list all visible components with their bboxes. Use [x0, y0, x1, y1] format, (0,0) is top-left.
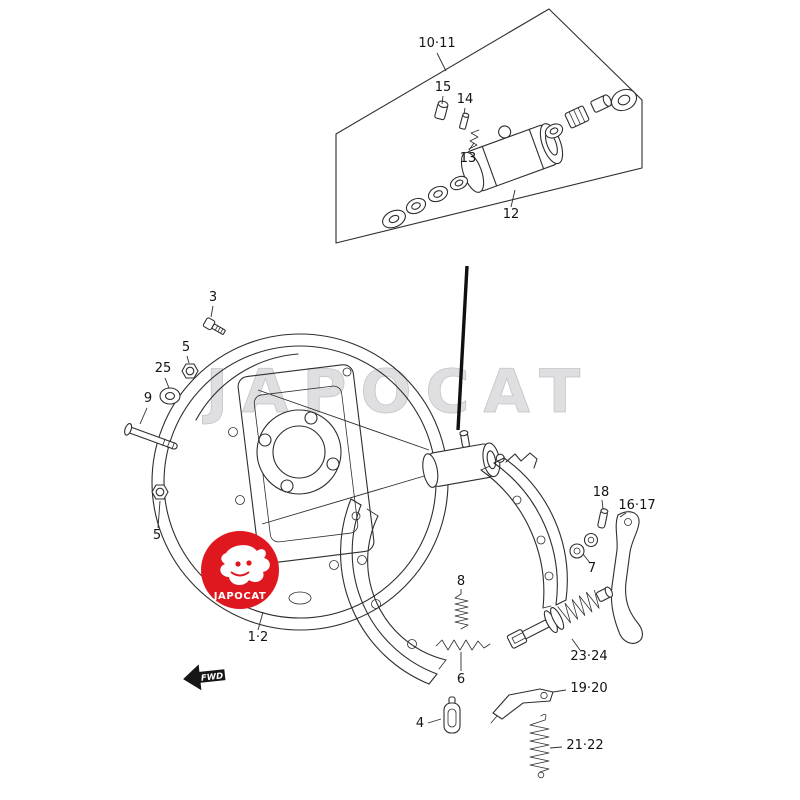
callout-15: 15	[435, 80, 452, 95]
callout-6: 6	[457, 672, 465, 687]
grommet	[159, 387, 181, 405]
callout-7: 7	[588, 561, 596, 576]
box-pointer-line	[456, 265, 469, 431]
callout-5a: 5	[182, 340, 190, 355]
callout-5b: 5	[153, 528, 161, 543]
anchor-pin	[124, 423, 178, 450]
callout-labels: 10·11 15 14 13 12 3 5 25 9 5 1·2 4 6 8 7…	[144, 36, 656, 753]
shoe-hole	[357, 555, 367, 565]
kit-bleeder-parts	[434, 100, 480, 150]
parking-brake-lever	[610, 511, 643, 644]
brake-shoe-right	[480, 452, 568, 609]
callout-12: 12	[503, 207, 520, 222]
hold-down-clip	[443, 696, 461, 734]
hub-boss	[256, 409, 342, 495]
kit-box-outline	[335, 8, 643, 244]
plate-slot	[288, 591, 312, 605]
shoe-hole	[544, 571, 554, 581]
bleeder-cap	[434, 100, 449, 121]
logo-wordmark: JAPOCAT	[213, 591, 267, 602]
nut-upper	[181, 363, 199, 379]
kit-spring	[468, 129, 480, 150]
adjuster-lever	[490, 688, 554, 724]
plate-hole	[228, 427, 238, 437]
brake-shoe-left	[340, 498, 447, 685]
shoe-spring	[454, 593, 469, 630]
hub-bore	[272, 425, 326, 479]
callout-23-24: 23·24	[570, 649, 607, 664]
wheel-cylinder-kit-box	[335, 8, 643, 244]
washers	[569, 532, 599, 559]
adjuster-assembly	[506, 586, 613, 649]
bolt	[202, 317, 226, 335]
fwd-arrow-icon	[183, 664, 226, 691]
callout-4: 4	[416, 716, 424, 731]
bleeder-screw	[459, 112, 470, 130]
kit-piston	[590, 94, 612, 113]
japocat-logo: JAPOCAT	[201, 531, 279, 609]
plate-hole	[235, 495, 245, 505]
callout-3: 3	[209, 290, 217, 305]
shoe-hole	[536, 535, 546, 545]
lower-return-spring	[435, 639, 491, 651]
kit-boot	[564, 105, 590, 129]
shoe-hole	[371, 599, 381, 609]
projection-lines	[257, 389, 432, 525]
callout-13: 13	[460, 151, 477, 166]
shoe-toe-notch	[505, 452, 538, 469]
kit-ring	[610, 88, 638, 112]
lever-spring	[529, 713, 550, 779]
plate-hole	[329, 560, 339, 570]
callout-18: 18	[593, 485, 610, 500]
nut-lower	[151, 484, 169, 500]
watermark-text: JAPOCAT	[202, 357, 594, 427]
callout-9: 9	[144, 391, 152, 406]
callout-16-17: 16·17	[618, 498, 655, 513]
fwd-indicator: FWD	[183, 664, 226, 691]
logo-bull-graphic	[220, 545, 270, 586]
kit-pistons-boots	[544, 88, 638, 139]
callout-leaders	[139, 52, 627, 749]
callout-14: 14	[457, 92, 474, 107]
cylinder-left-cap	[460, 151, 485, 193]
plate-hole	[342, 367, 352, 377]
shoe-hole	[512, 495, 522, 505]
callout-25: 25	[155, 361, 172, 376]
installed-wheel-cylinder	[422, 430, 505, 488]
kit-cup-seals	[382, 175, 469, 229]
callout-21-22: 21·22	[566, 738, 603, 753]
plate-stamped-panel	[237, 364, 375, 564]
callout-8: 8	[457, 574, 465, 589]
callout-19-20: 19·20	[570, 681, 607, 696]
callout-10-11: 10·11	[418, 36, 455, 51]
shoe-hole	[407, 639, 417, 649]
fwd-label: FWD	[201, 671, 224, 683]
pivot-pin	[597, 508, 609, 529]
callout-1-2: 1·2	[248, 630, 269, 645]
